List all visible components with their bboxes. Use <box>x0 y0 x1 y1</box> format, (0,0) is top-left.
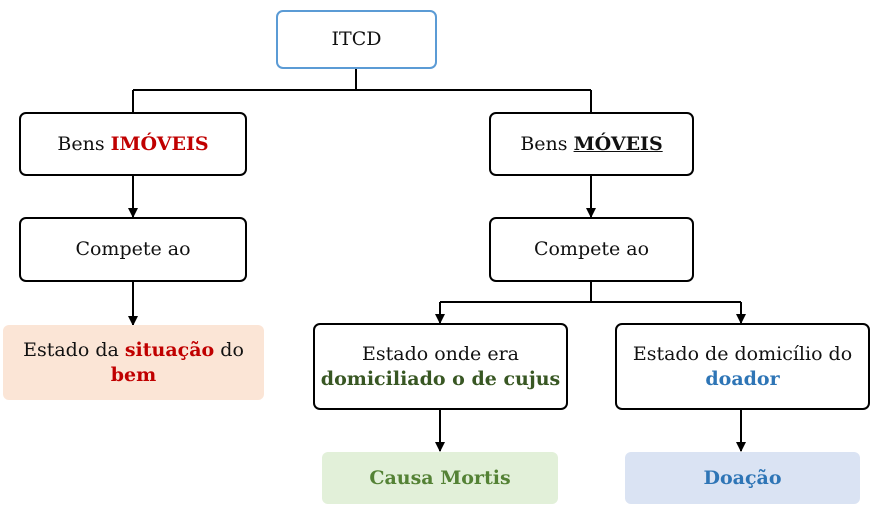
node-bens-moveis: Bens MÓVEIS <box>489 112 694 176</box>
situacao-highlight-bem: bem <box>110 363 157 386</box>
domiciliado-line1: Estado onde era <box>361 342 519 365</box>
situacao-middle: do <box>220 338 244 361</box>
situacao-prefix: Estado da <box>23 338 119 361</box>
node-bens-imoveis: Bens IMÓVEIS <box>19 112 247 176</box>
doador-line2: doador <box>705 367 780 390</box>
causa-mortis-label: Causa Mortis <box>369 466 511 489</box>
bens-imoveis-highlight: IMÓVEIS <box>110 132 209 155</box>
node-causa-mortis: Causa Mortis <box>322 452 558 504</box>
doador-line1: Estado de domicílio do <box>632 342 853 365</box>
doacao-label: Doação <box>703 466 782 489</box>
bens-moveis-prefix: Bens <box>520 132 568 155</box>
node-domicilio-doador: Estado de domicílio do doador <box>615 323 870 410</box>
connector-compete-split <box>440 282 741 303</box>
root-node-itcd: ITCD <box>276 10 437 69</box>
node-compete-ao-left: Compete ao <box>19 217 247 282</box>
connector-root-branches <box>132 69 592 112</box>
node-compete-ao-right: Compete ao <box>489 217 694 282</box>
domiciliado-line2: domiciliado o de cujus <box>320 367 561 390</box>
compete-ao-left-label: Compete ao <box>75 238 191 261</box>
bens-imoveis-prefix: Bens <box>57 132 105 155</box>
node-doacao: Doação <box>625 452 860 504</box>
node-domiciliado-de-cujus: Estado onde era domiciliado o de cujus <box>313 323 568 410</box>
root-label: ITCD <box>331 28 382 51</box>
compete-ao-right-label: Compete ao <box>533 238 650 261</box>
node-estado-situacao-bem: Estado da situação do bem <box>3 325 264 400</box>
situacao-highlight: situação <box>124 338 215 361</box>
bens-moveis-highlight: MÓVEIS <box>573 132 663 155</box>
